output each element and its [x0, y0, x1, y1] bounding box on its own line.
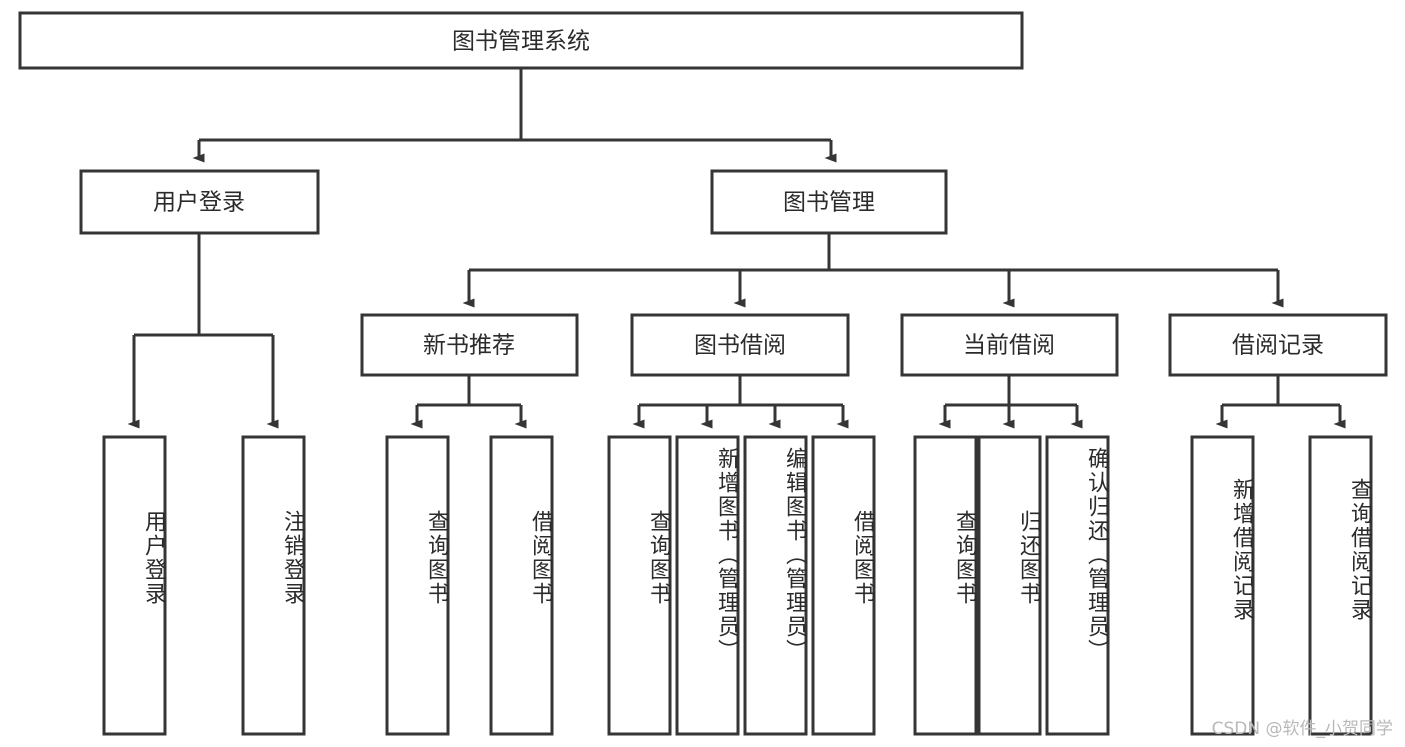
node-current-borrow-label: 当前借阅: [963, 333, 1055, 359]
leaf-node-edit-book[interactable]: [743, 435, 808, 736]
node-root[interactable]: 图书管理系统: [18, 11, 1024, 70]
leaf-node-borrow-book-2[interactable]: [811, 435, 876, 736]
node-current-borrow[interactable]: 当前借阅: [900, 313, 1119, 377]
watermark: CSDN @软件_小贺同学: [1211, 719, 1393, 739]
leaf-node-user-logout[interactable]: [241, 435, 306, 736]
node-user-login-label: 用户登录: [153, 190, 245, 216]
connector-bookborrow-to-leaves: [632, 375, 849, 429]
connector-currentborrow-to-leaves: [938, 375, 1083, 429]
node-book-manage-label: 图书管理: [783, 190, 875, 216]
node-borrow-record-label: 借阅记录: [1232, 333, 1324, 359]
node-borrow-record[interactable]: 借阅记录: [1168, 313, 1388, 377]
leaf-node-query-book-1[interactable]: [385, 435, 450, 736]
leaf-node-user-login[interactable]: [102, 435, 167, 736]
leaf-node-confirm-return[interactable]: [1045, 435, 1110, 736]
node-book-borrow[interactable]: 图书借阅: [630, 313, 850, 377]
leaf-node-query-book-3[interactable]: [913, 435, 978, 736]
node-new-book-recommend[interactable]: 新书推荐: [360, 313, 579, 377]
node-new-book-recommend-label: 新书推荐: [423, 333, 515, 359]
connector-userlogin-to-leaves: [127, 233, 279, 429]
leaf-node-query-record[interactable]: [1308, 435, 1373, 736]
leaf-node-borrow-book-1[interactable]: [489, 435, 554, 736]
node-user-login[interactable]: 用户登录: [79, 169, 320, 235]
node-root-label: 图书管理系统: [452, 29, 590, 55]
leaf-node-add-record[interactable]: [1190, 435, 1255, 736]
leaf-node-return-book[interactable]: [977, 435, 1042, 736]
node-book-manage[interactable]: 图书管理: [710, 169, 948, 235]
connector-newbook-to-leaves: [410, 375, 527, 429]
connector-borrowrecord-to-leaves: [1215, 375, 1346, 429]
connector-root-to-level2: [192, 68, 837, 163]
leaf-node-query-book-2[interactable]: [607, 435, 672, 736]
node-book-borrow-label: 图书借阅: [694, 333, 786, 359]
connector-bookmanage-to-level3: [462, 233, 1284, 308]
leaf-node-add-book[interactable]: [675, 435, 740, 736]
